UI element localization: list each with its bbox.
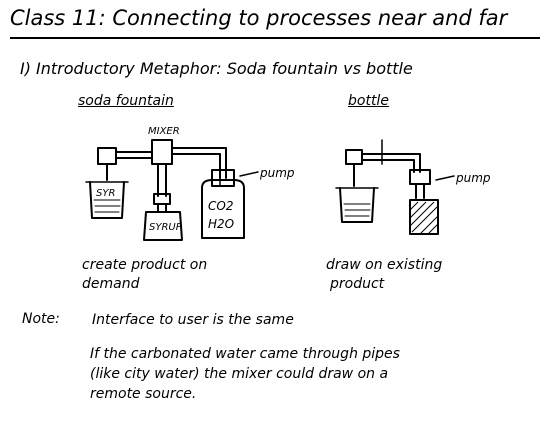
section-heading: I) Introductory Metaphor: Soda fountain … (20, 59, 413, 78)
syrup-label: SYRUP (149, 222, 183, 233)
mixer (151, 139, 173, 165)
title-divider (10, 37, 540, 39)
bottle-cup (339, 187, 375, 223)
bottle-dispenser (345, 149, 363, 165)
fountain-pump (211, 169, 235, 187)
tank-label-co2: CO2 (208, 199, 233, 213)
bottle-pump-label: pump (455, 171, 491, 185)
note-para-line1: If the carbonated water came through pip… (90, 346, 400, 362)
mixer-label: MIXER (148, 126, 180, 137)
page-title: Class 11: Connecting to processes near a… (10, 6, 508, 30)
fountain-caption-line1: create product on (82, 257, 208, 273)
note-para-line2: (like city water) the mixer could draw o… (90, 366, 389, 382)
soda-fountain-heading: soda fountain (78, 93, 174, 109)
fountain-cup (89, 181, 125, 219)
syrup-container (143, 211, 183, 241)
note-line1: Interface to user is the same (92, 312, 294, 328)
bottle (409, 199, 439, 235)
note-label: Note: (22, 311, 60, 327)
fountain-pump-label: pump (259, 166, 295, 180)
bottle-caption-line1: draw on existing (326, 257, 443, 273)
bottle-caption-line2: product (330, 276, 385, 292)
note-para-line3: remote source. (90, 386, 197, 402)
fountain-caption-line2: demand (82, 276, 140, 292)
bottle-heading: bottle (348, 93, 389, 109)
cup-label: SYR (96, 188, 115, 199)
bottle-pump (409, 169, 431, 185)
fountain-pipe-top (115, 151, 153, 159)
fountain-dispenser (97, 147, 117, 165)
tank-label-h2o: H2O (208, 217, 234, 231)
co2-h2o-tank (201, 179, 245, 239)
